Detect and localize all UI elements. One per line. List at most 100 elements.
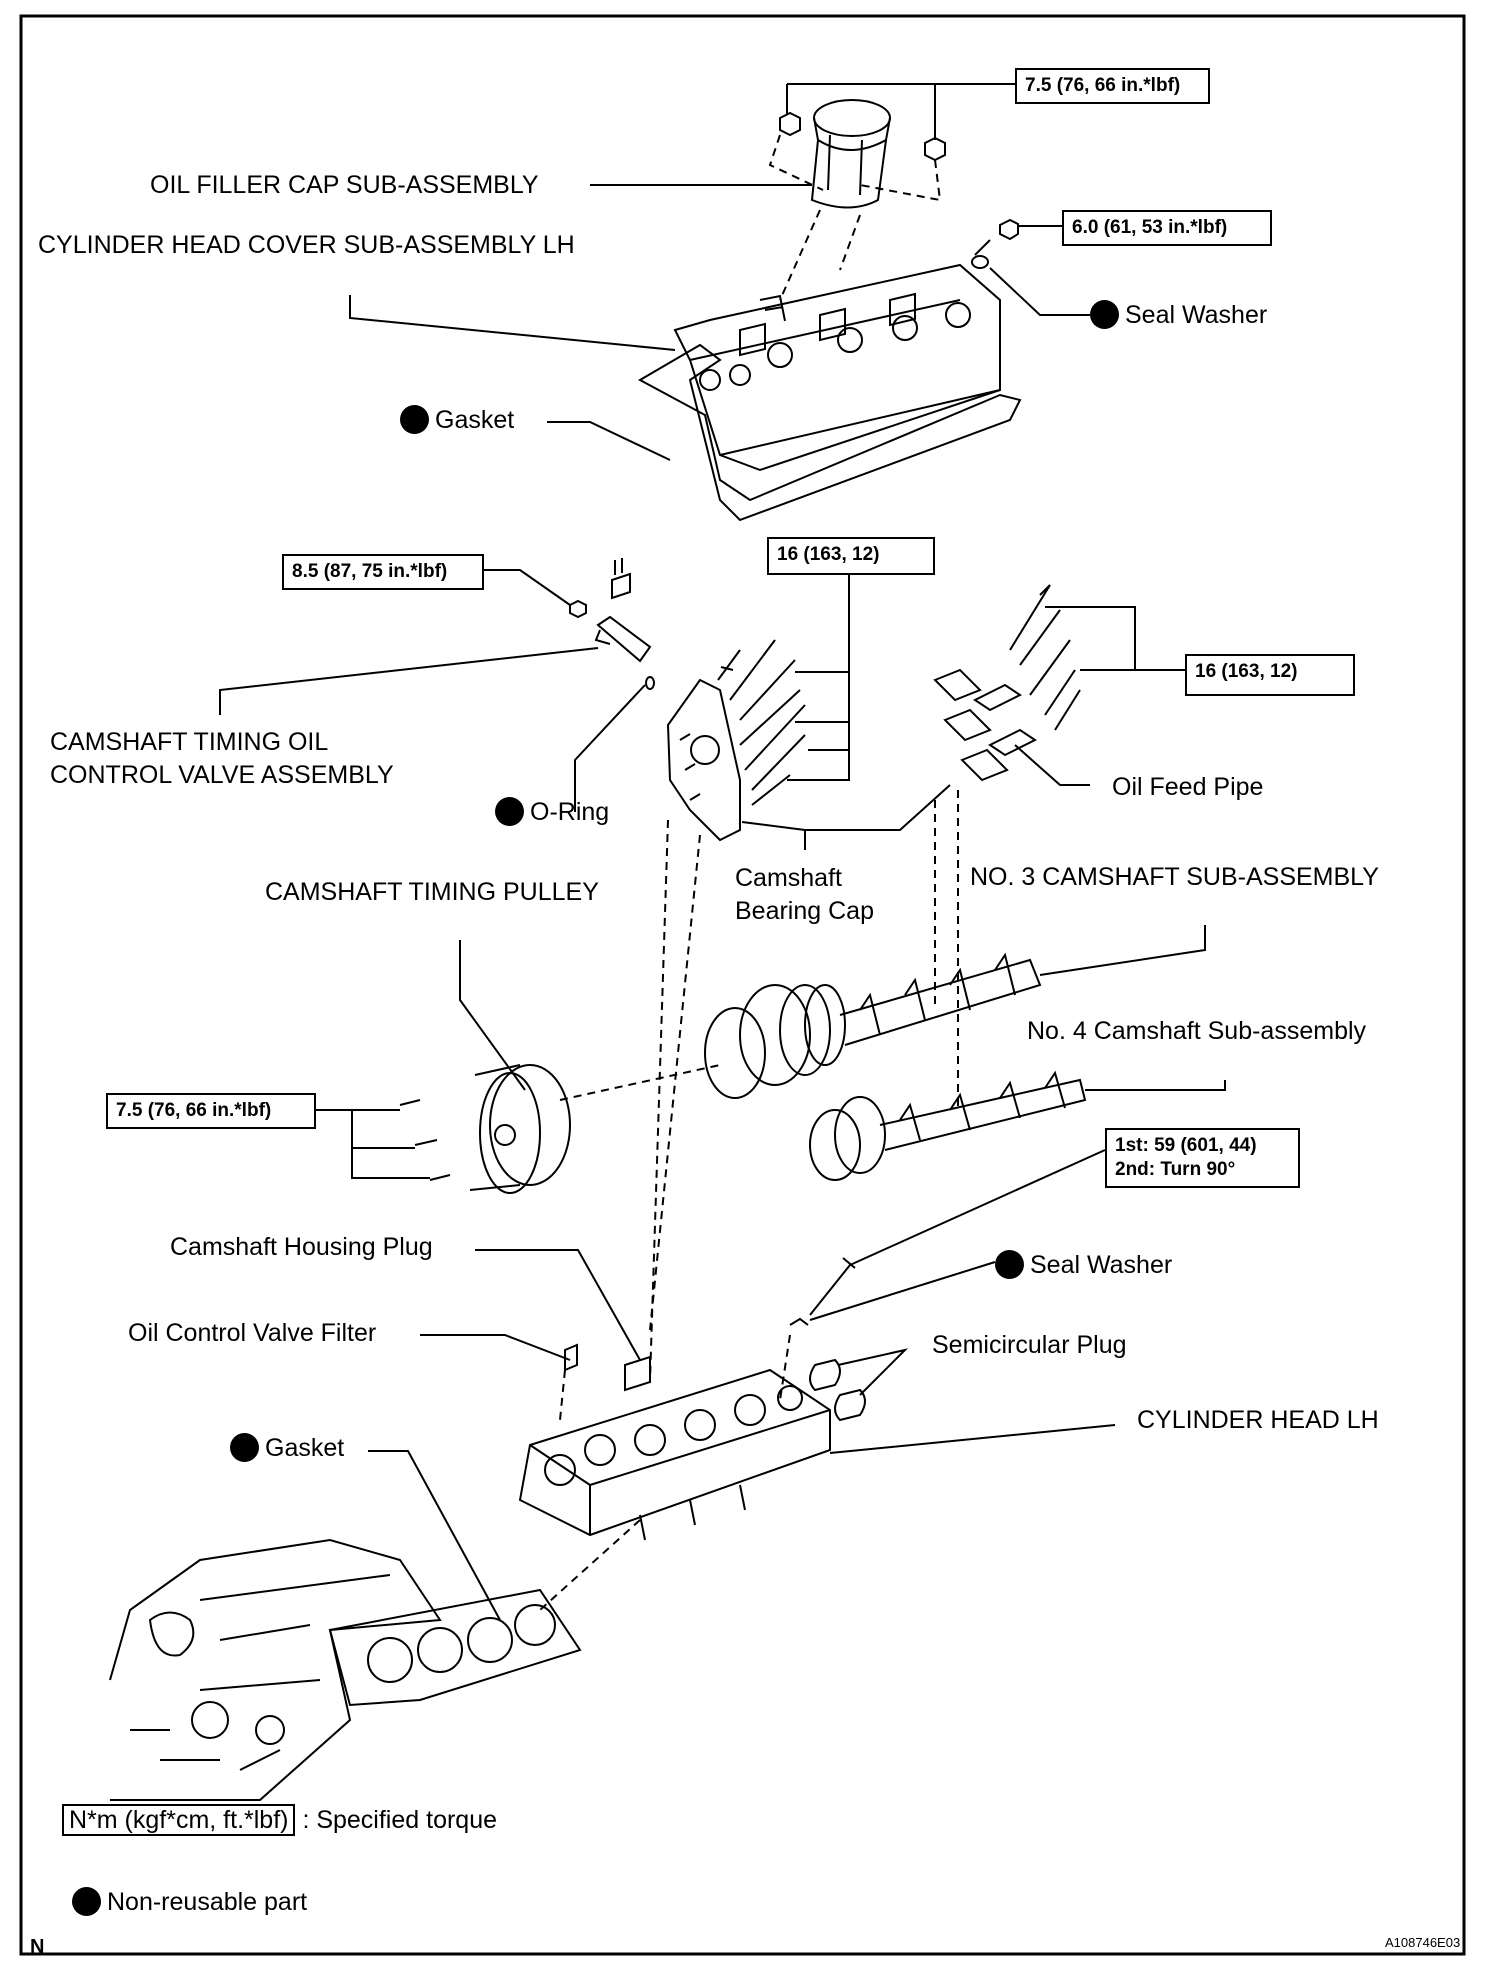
dashed-filler-down xyxy=(779,209,861,301)
no4-camshaft-drawing xyxy=(809,1070,1087,1181)
leader-o-ring xyxy=(574,684,646,812)
label-oil-feed-pipe: Oil Feed Pipe xyxy=(1112,773,1264,801)
label-gasket-head: Gasket xyxy=(230,1432,345,1464)
label-cylinder-head-cover: CYLINDER HEAD COVER SUB-ASSEMBLY LH xyxy=(38,231,575,259)
footer-code: A108746E03 xyxy=(1385,1935,1461,1950)
leader-ocv-bolt xyxy=(484,569,571,606)
nut-left xyxy=(779,111,801,137)
cylinder-head-drawing xyxy=(518,1368,831,1541)
right-bearing-caps-drawing xyxy=(933,668,1037,782)
label-seal-washer-bottom: Seal Washer xyxy=(995,1249,1173,1281)
torque-oil-filler-nuts: 7.5 (76, 66 in.*lbf) xyxy=(1015,68,1210,104)
leader-gasket-cover xyxy=(547,421,671,461)
legend-torque-unit: N*m (kgf*cm, ft.*lbf) xyxy=(62,1804,296,1836)
semicircular-plug-2 xyxy=(834,1388,866,1422)
leader-semicircular xyxy=(837,1348,909,1396)
head-gasket-drawing xyxy=(328,1588,582,1707)
leader-left-cap-torque xyxy=(787,567,850,781)
torque-head-bolt: 1st: 59 (601, 44) 2nd: Turn 90° xyxy=(1105,1128,1300,1188)
label-text: Gasket xyxy=(435,406,515,434)
ocv-small-part xyxy=(611,558,631,600)
nut-right xyxy=(924,136,946,162)
legend-nonreusable: Non-reusable part xyxy=(72,1886,308,1918)
torque-head-bolt-1st: 1st: 59 (601, 44) xyxy=(1115,1135,1257,1156)
torque-head-cover-bolt: 6.0 (61, 53 in.*lbf) xyxy=(1062,210,1272,246)
torque-pulley-bolts: 7.5 (76, 66 in.*lbf) xyxy=(106,1093,316,1129)
ocv-filter-drawing xyxy=(564,1343,578,1372)
nonreusable-dot xyxy=(230,1432,259,1462)
label-seal-washer-top: Seal Washer xyxy=(1090,299,1268,331)
bolt-cover xyxy=(974,218,1019,256)
leader-ocv-filter xyxy=(420,1334,571,1361)
torque-bearing-cap-right: 16 (163, 12) xyxy=(1185,654,1355,696)
dashed-filler-left xyxy=(768,134,824,191)
leader-seal-washer-top xyxy=(989,267,1090,316)
label-text: Seal Washer xyxy=(1125,301,1268,329)
leader-bearing-cap xyxy=(741,784,951,850)
page-border xyxy=(19,14,1466,1956)
label-housing-plug: Camshaft Housing Plug xyxy=(170,1233,433,1261)
pulley-bolts xyxy=(399,1099,451,1181)
leader-right-cap-torque xyxy=(1045,606,1185,671)
torque-head-bolt-2nd: 2nd: Turn 90° xyxy=(1115,1159,1236,1180)
leader-pulley-torque xyxy=(316,1109,430,1179)
leader-head-bolt xyxy=(849,1149,1106,1266)
label-no3-camshaft: NO. 3 CAMSHAFT SUB-ASSEMBLY xyxy=(970,863,1379,891)
nonreusable-dot xyxy=(400,404,429,434)
leader-oil-filler-nuts xyxy=(786,83,1015,140)
head-cover-drawing xyxy=(673,263,1001,472)
leader-no3 xyxy=(1039,925,1206,976)
label-ocv-line2: CONTROL VALVE ASSEMBLY xyxy=(50,761,394,789)
label-cylinder-head: CYLINDER HEAD LH xyxy=(1137,1406,1379,1434)
label-o-ring: O-Ring xyxy=(495,796,610,828)
dashed-housing-head xyxy=(649,819,669,1381)
label-bearing-cap-line1: Camshaft xyxy=(735,864,842,892)
nonreusable-dot xyxy=(495,796,524,826)
legend-nonreusable-text: Non-reusable part xyxy=(107,1888,308,1916)
torque-ocv-bolt: 8.5 (87, 75 in.*lbf) xyxy=(282,554,484,590)
timing-pulley-drawing xyxy=(469,1064,571,1194)
nonreusable-dot xyxy=(72,1886,101,1916)
leader-gasket-head xyxy=(368,1450,501,1621)
label-semicircular-plug: Semicircular Plug xyxy=(932,1331,1127,1359)
torque-bearing-cap-left: 16 (163, 12) xyxy=(767,537,935,575)
leader-seal-washer-bottom xyxy=(809,1261,996,1321)
nonreusable-dot xyxy=(1090,299,1119,329)
nonreusable-dot xyxy=(995,1249,1024,1279)
leader-no4 xyxy=(1085,1080,1226,1091)
label-ocv-line1: CAMSHAFT TIMING OIL xyxy=(50,728,329,756)
leader-housing-plug xyxy=(475,1249,641,1361)
label-text: Gasket xyxy=(265,1434,345,1462)
label-no4-camshaft: No. 4 Camshaft Sub-assembly xyxy=(1027,1017,1367,1045)
label-text: Seal Washer xyxy=(1030,1251,1173,1279)
ocv-bolt xyxy=(569,599,587,619)
head-bolt-drawing xyxy=(789,1257,856,1326)
leader-pulley xyxy=(459,940,526,1091)
label-oil-filler-cap: OIL FILLER CAP SUB-ASSEMBLY xyxy=(150,171,539,199)
dashed-head-gasket xyxy=(539,1519,641,1611)
label-text: O-Ring xyxy=(530,798,610,826)
o-ring-drawing xyxy=(645,676,655,690)
oil-filler-cap-drawing xyxy=(810,99,891,209)
dashed-pulley-cam xyxy=(559,1064,721,1101)
left-cap-bolts xyxy=(717,639,806,806)
dashed-filter-head xyxy=(559,1369,566,1421)
dashed-housing-plug xyxy=(649,834,701,1331)
leader-ocv xyxy=(219,647,599,715)
legend-torque-desc: : Specified torque xyxy=(302,1806,498,1834)
ocv-valve-drawing xyxy=(594,615,652,663)
dashed-filler-right xyxy=(859,159,942,202)
label-ocv-filter: Oil Control Valve Filter xyxy=(128,1319,377,1347)
cover-gasket-drawing xyxy=(637,343,1022,522)
leader-head-cover xyxy=(349,295,676,351)
leader-oil-feed-pipe xyxy=(1014,744,1090,786)
label-bearing-cap-line2: Bearing Cap xyxy=(735,897,874,925)
engine-block-drawing xyxy=(109,1538,442,1801)
footer-letter: N xyxy=(30,1936,45,1958)
leader-cylinder-head xyxy=(829,1424,1116,1454)
legend-torque: N*m (kgf*cm, ft.*lbf) : Specified torque xyxy=(62,1804,498,1836)
left-bearing-cap-drawing xyxy=(666,678,741,842)
housing-plug-drawing xyxy=(624,1355,651,1392)
